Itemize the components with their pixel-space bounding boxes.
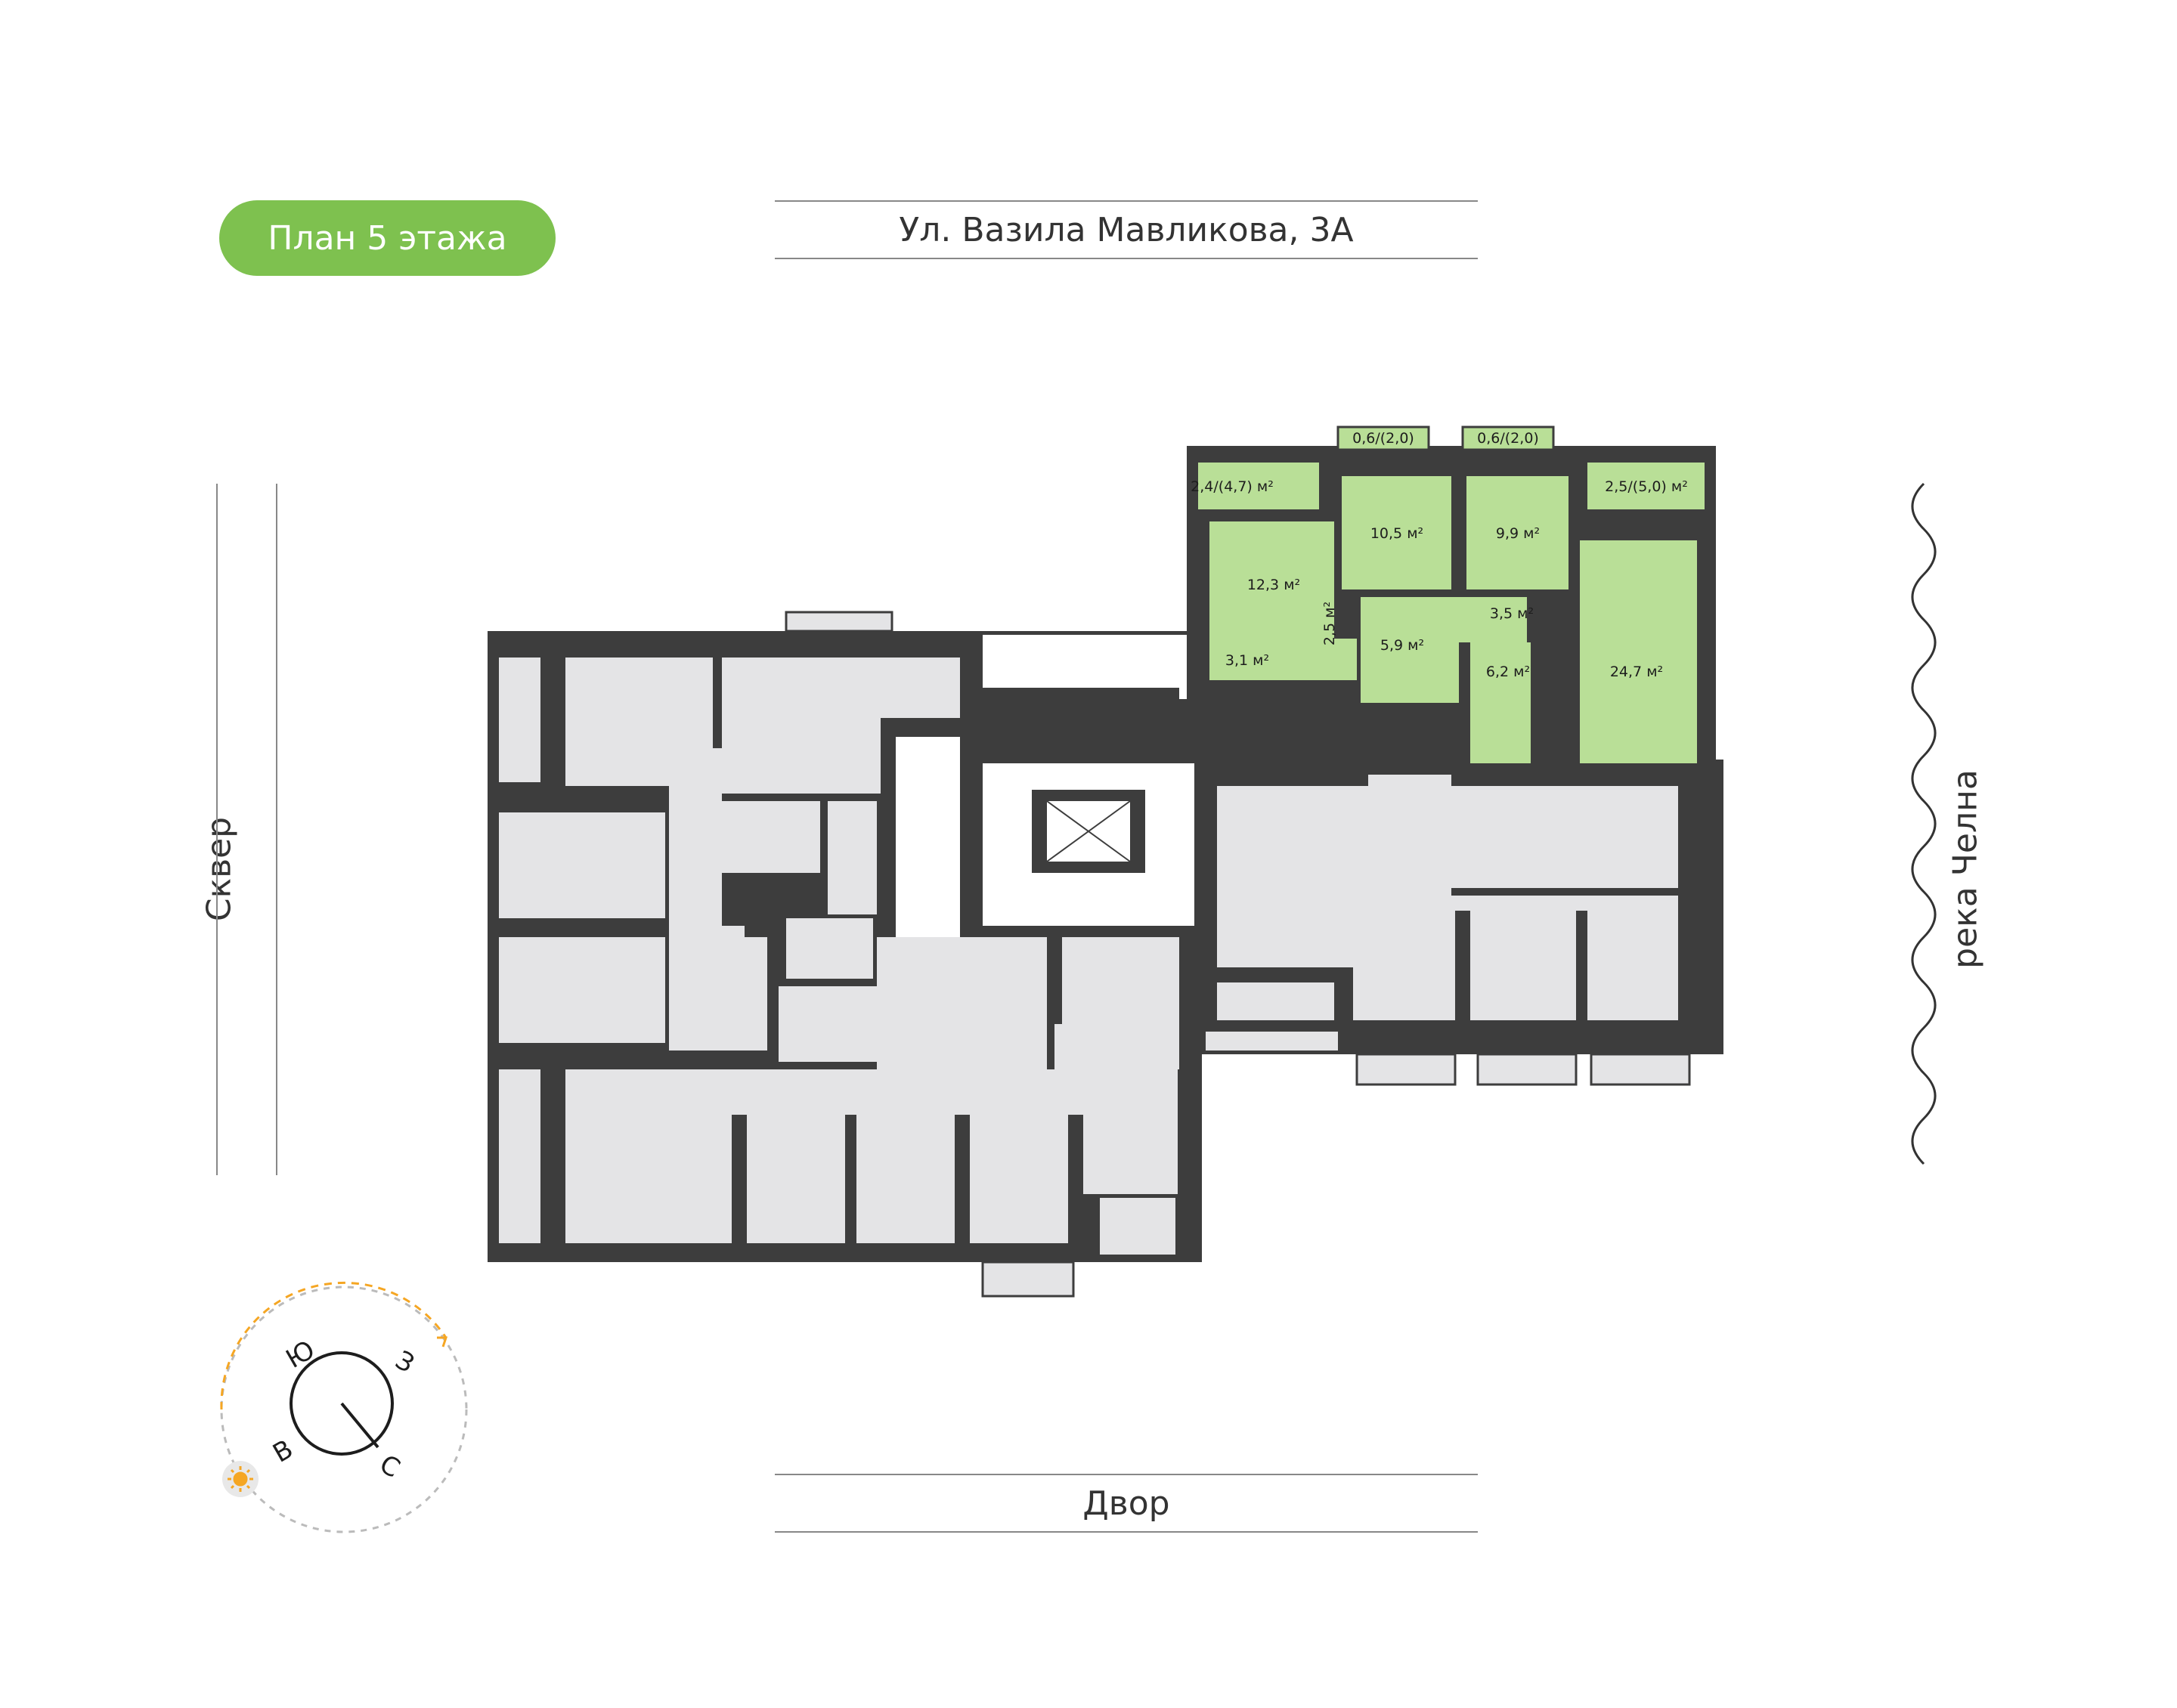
building-right-block [1194,760,1723,1086]
compass-south: Ю [281,1335,321,1375]
sun-path-arc [220,1281,447,1410]
compass-west: З [390,1345,420,1380]
area-balcony-left: 2,4/(4,7) м² [1191,478,1274,495]
compass-north: С [374,1449,405,1484]
area-room-9-9: 9,9 м² [1496,525,1540,542]
river-wave [1911,482,1937,1165]
area-room-10-5: 10,5 м² [1370,525,1423,542]
compass-dial [290,1351,394,1456]
street-label-top: Ул. Вазила Мавликова, 3А [775,200,1478,259]
compass-east: В [268,1434,298,1468]
compass: Ю З В С [220,1281,468,1533]
compass-ring [220,1286,468,1533]
sun-icon [228,1466,253,1492]
stairwell-core [896,631,1202,937]
yard-label-bottom: Двор [775,1474,1478,1533]
area-room-12-3: 12,3 м² [1247,577,1300,593]
highlighted-apartment [1187,425,1716,763]
area-bath-6-2: 6,2 м² [1486,664,1530,680]
area-hall-5-9: 5,9 м² [1380,637,1424,654]
area-balcony-right: 2,5/(5,0) м² [1605,478,1688,495]
compass-needle [340,1402,379,1449]
sun-path-arrow [437,1336,448,1348]
area-bath-2-5: 2,5 м² [1321,602,1338,645]
street-name: Ул. Вазила Мавликова, 3А [899,210,1354,249]
area-loggia-2: 0,6/(2,0) [1477,430,1539,447]
area-kitchen-24-7: 24,7 м² [1610,664,1663,680]
area-hall-3-5: 3,5 м² [1490,605,1534,622]
floor-badge: План 5 этажа [219,200,556,276]
yard-name: Двор [1082,1484,1170,1523]
area-wc-3-1: 3,1 м² [1225,652,1269,669]
area-loggia-1: 0,6/(2,0) [1352,430,1414,447]
